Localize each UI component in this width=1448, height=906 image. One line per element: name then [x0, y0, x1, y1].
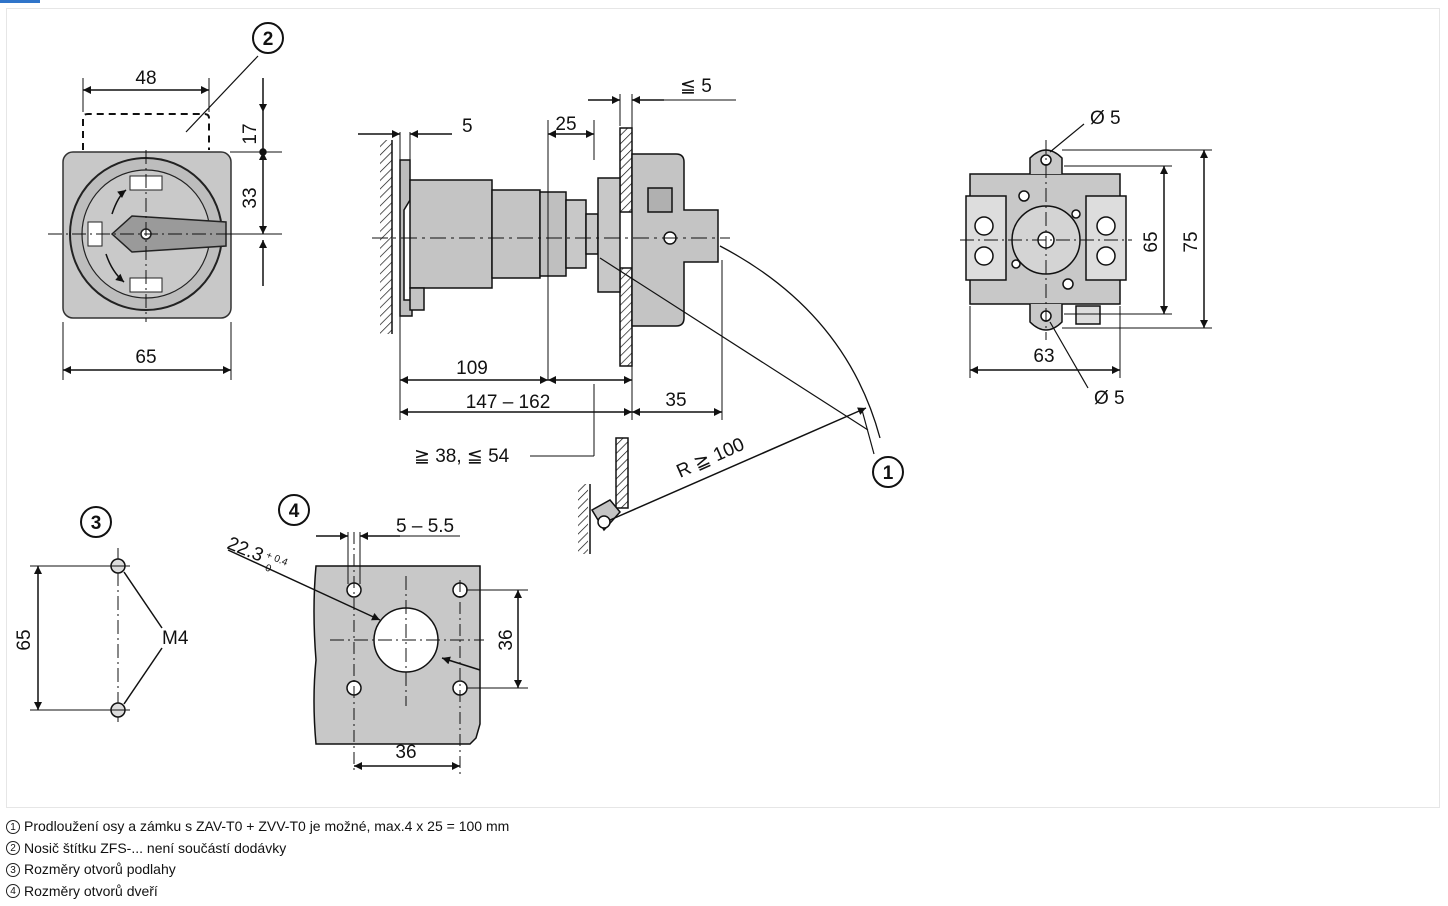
- door-holes-view: [227, 532, 528, 774]
- callout-3: 3: [80, 506, 112, 538]
- side-view: [358, 94, 881, 554]
- svg-text:1: 1: [883, 463, 894, 484]
- dim-36-door-h: 36: [395, 742, 416, 763]
- dim-17: 17: [240, 123, 261, 144]
- dim-5-side: 5: [462, 116, 473, 137]
- dimension-drawing: 2 48 65 17 33: [14, 22, 1212, 774]
- dim-5-5.5: 5 – 5.5: [396, 516, 454, 537]
- dim-hole-bottom: Ø 5: [1094, 388, 1125, 409]
- dim-109: 109: [456, 358, 488, 379]
- legend-item-4: 4 Rozměry otvorů dveří: [6, 881, 1106, 903]
- legend-item-1: 1 Prodloužení osy a zámku s ZAV-T0 + ZVV…: [6, 816, 1106, 838]
- dim-65-front: 65: [135, 347, 156, 368]
- svg-text:2: 2: [263, 29, 274, 50]
- dim-65-floor: 65: [14, 629, 35, 650]
- callout-4: 4: [278, 494, 310, 526]
- dim-tol-minus: 0: [263, 563, 273, 575]
- dim-25: 25: [555, 114, 576, 135]
- svg-text:3: 3: [91, 513, 102, 534]
- dim-hole-top: Ø 5: [1090, 108, 1121, 129]
- legend-item-2: 2 Nosič štítku ZFS-... není součástí dod…: [6, 838, 1106, 860]
- svg-text:4: 4: [289, 501, 300, 522]
- dim-max5: ≦ 5: [680, 76, 712, 97]
- drawing-frame: [6, 8, 1440, 808]
- callout-2: 2: [252, 22, 284, 54]
- legend-item-3: 3 Rozměry otvorů podlahy: [6, 859, 1106, 881]
- dim-diameter-group: 22.3 + 0.4 0: [224, 533, 289, 575]
- dim-m4: M4: [162, 628, 189, 649]
- dim-48: 48: [135, 68, 156, 89]
- callout-1: 1: [872, 456, 904, 488]
- dim-22.3: 22.3: [224, 533, 266, 566]
- legend-text: Nosič štítku ZFS-... není součástí dodáv…: [24, 839, 287, 856]
- legend-text: Prodloužení osy a zámku s ZAV-T0 + ZVV-T…: [24, 818, 510, 834]
- floor-holes-view: [30, 548, 163, 722]
- legend-number: 1: [6, 819, 20, 834]
- front-view: [48, 55, 282, 380]
- dim-63: 63: [1033, 346, 1054, 367]
- rear-view: [960, 123, 1212, 389]
- legend-text: Rozměry otvorů podlahy: [24, 861, 176, 877]
- top-accent-bar: [0, 0, 40, 3]
- dim-36-door-v: 36: [496, 629, 517, 650]
- dim-35: 35: [665, 390, 686, 411]
- dim-38-54: ≧ 38, ≦ 54: [414, 446, 510, 467]
- legend-number: 2: [6, 841, 20, 856]
- legend-number: 3: [6, 862, 20, 877]
- legend: 1 Prodloužení osy a zámku s ZAV-T0 + ZVV…: [6, 816, 1106, 902]
- dim-75: 75: [1181, 231, 1202, 252]
- dim-33: 33: [240, 187, 261, 208]
- dim-65-rear: 65: [1141, 231, 1162, 252]
- legend-number: 4: [6, 884, 20, 899]
- dim-147-162: 147 – 162: [466, 392, 551, 413]
- legend-text: Rozměry otvorů dveří: [24, 882, 158, 899]
